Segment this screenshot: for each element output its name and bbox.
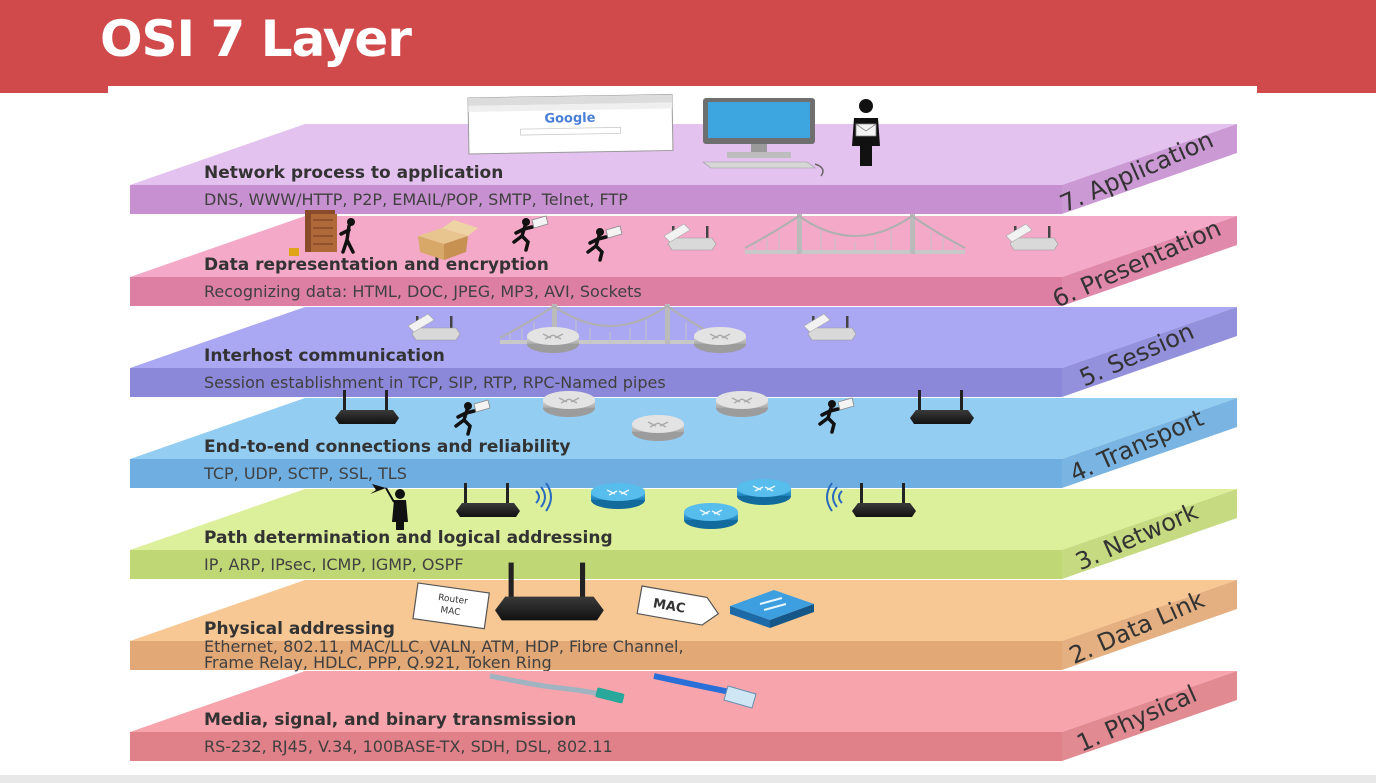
router-icon xyxy=(631,414,685,442)
router-icon xyxy=(542,390,596,418)
layer-front-face xyxy=(130,459,1062,488)
person-with-flag-icon xyxy=(370,484,408,530)
layer-side-face xyxy=(1062,489,1237,579)
layer-side-face xyxy=(1062,124,1237,214)
layer-description: Media, signal, and binary transmission xyxy=(204,710,576,730)
layer-top-face xyxy=(130,671,1237,732)
layer-description: End-to-end connections and reliability xyxy=(204,437,570,457)
layer-top-face xyxy=(130,124,1237,185)
router-icon xyxy=(693,326,747,354)
open-box-icon xyxy=(418,220,478,260)
layer-protocols: IP, ARP, IPsec, ICMP, IGMP, OSPF xyxy=(204,555,464,574)
layer-protocols: Session establishment in TCP, SIP, RTP, … xyxy=(204,373,666,392)
layer-front-face xyxy=(130,277,1062,306)
mac-tag: MAC xyxy=(636,585,720,626)
wifi-signal-icon xyxy=(535,482,552,512)
title-bar xyxy=(0,0,1376,93)
layer-description: Interhost communication xyxy=(204,346,445,366)
desktop-computer-icon xyxy=(702,98,824,177)
router-icon xyxy=(590,482,646,510)
layer-top-face xyxy=(130,489,1237,550)
layer-side-face xyxy=(1062,671,1237,761)
layer-protocols: Frame Relay, HDLC, PPP, Q.921, Token Rin… xyxy=(204,653,552,672)
layer-protocols: TCP, UDP, SCTP, SSL, TLS xyxy=(203,464,407,483)
osi-layer: Path determination and logical addressin… xyxy=(130,489,1237,579)
osi-layer: End-to-end connections and reliabilityTC… xyxy=(130,398,1237,488)
ethernet-cable-icon xyxy=(653,673,757,709)
router-icon xyxy=(683,502,739,530)
router-icon xyxy=(736,478,792,506)
open-door-icon xyxy=(289,210,355,256)
layer-side-face xyxy=(1062,216,1237,306)
wifi-signal-icon xyxy=(826,482,843,512)
svg-text:Router: Router xyxy=(437,593,468,607)
layer-side-face xyxy=(1062,580,1237,670)
layer-description: Physical addressing xyxy=(204,619,395,639)
layer-top-face xyxy=(130,307,1237,368)
fiber-cable-icon xyxy=(489,673,625,704)
router-mac-tag: Router MAC xyxy=(412,582,490,630)
layer-front-face xyxy=(130,641,1062,670)
layer-protocols: DNS, WWW/HTTP, P2P, EMAIL/POP, SMTP, Tel… xyxy=(204,190,628,209)
google-logo: Google xyxy=(544,111,596,127)
svg-text:MAC: MAC xyxy=(652,596,687,616)
osi-layer: Media, signal, and binary transmissionRS… xyxy=(130,671,1237,761)
bottom-divider xyxy=(0,775,1376,783)
browser-window-icon: Google xyxy=(467,93,674,155)
layer-description: Data representation and encryption xyxy=(204,255,549,275)
layer-front-face xyxy=(130,732,1062,761)
layer-front-face xyxy=(130,368,1062,397)
router-icon xyxy=(526,326,580,354)
layer-side-face xyxy=(1062,398,1237,488)
layer-front-face xyxy=(130,185,1062,214)
router-icon xyxy=(715,390,769,418)
layer-side-face xyxy=(1062,307,1237,397)
layer-protocols: Ethernet, 802.11, MAC/LLC, VALN, ATM, HD… xyxy=(204,637,684,656)
person-with-letter-icon xyxy=(852,99,880,166)
svg-text:MAC: MAC xyxy=(440,605,461,618)
layer-description: Path determination and logical addressin… xyxy=(204,528,613,548)
layer-protocols: RS-232, RJ45, V.34, 100BASE-TX, SDH, DSL… xyxy=(204,737,613,756)
layer-front-face xyxy=(130,550,1062,579)
layer-description: Network process to application xyxy=(204,163,503,183)
page-title: OSI 7 Layer xyxy=(100,10,412,68)
network-switch-icon xyxy=(730,590,814,628)
layer-protocols: Recognizing data: HTML, DOC, JPEG, MP3, … xyxy=(204,282,642,301)
